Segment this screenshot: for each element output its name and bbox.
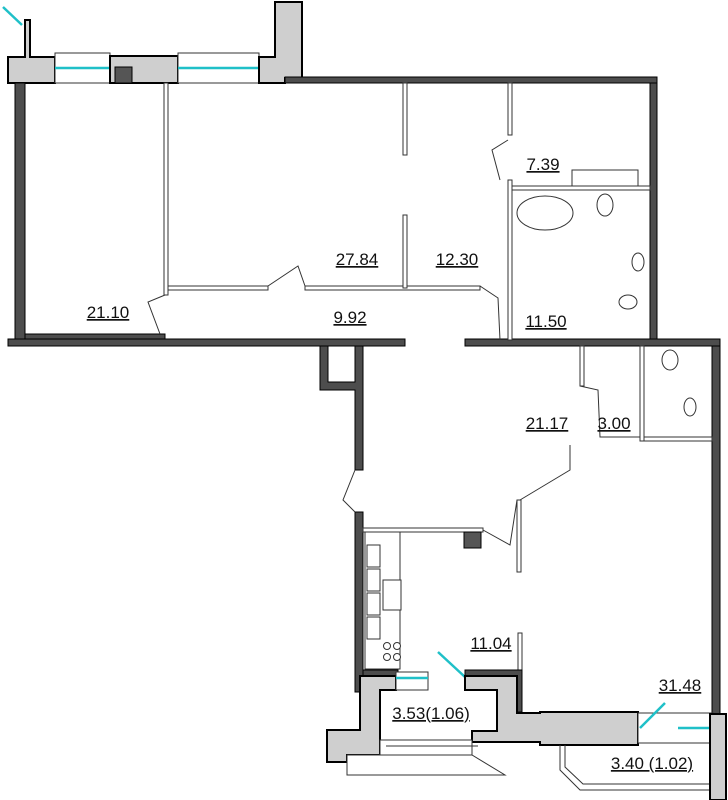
ventilation-shaft xyxy=(114,66,133,84)
room-area-label: 21.17 xyxy=(526,414,569,433)
balconies xyxy=(326,651,727,800)
room-area-label: 12.30 xyxy=(436,250,479,269)
room-area-label: 3.53(1.06) xyxy=(392,704,470,723)
sink-icon xyxy=(631,252,645,272)
sink-icon xyxy=(382,579,402,611)
room-labels: 21.10 27.84 9.92 12.30 7.39 11.50 21.17 … xyxy=(87,155,702,773)
fixtures xyxy=(364,169,697,670)
sink-icon xyxy=(683,397,697,417)
bathtub-icon xyxy=(516,195,574,231)
room-area-label: 3.00 xyxy=(597,414,630,433)
toilet-icon xyxy=(596,193,614,217)
room-area-label: 27.84 xyxy=(336,250,379,269)
stove-icon xyxy=(383,642,401,661)
top-facade xyxy=(2,1,658,84)
room-area-label: 7.39 xyxy=(526,155,559,174)
room-area-label: 31.48 xyxy=(659,676,702,695)
partitions xyxy=(147,82,713,671)
room-area-label: 21.10 xyxy=(87,303,130,322)
outer-walls xyxy=(7,82,721,787)
room-area-label: 9.92 xyxy=(333,308,366,327)
bidet-icon xyxy=(618,294,638,310)
room-area-label: 11.50 xyxy=(525,312,566,331)
toilet-icon xyxy=(661,349,679,371)
room-area-label: 11.04 xyxy=(470,634,511,653)
wardrobe-shelves xyxy=(571,169,639,187)
column xyxy=(463,531,482,549)
room-area-label: 3.40 (1.02) xyxy=(611,754,693,773)
